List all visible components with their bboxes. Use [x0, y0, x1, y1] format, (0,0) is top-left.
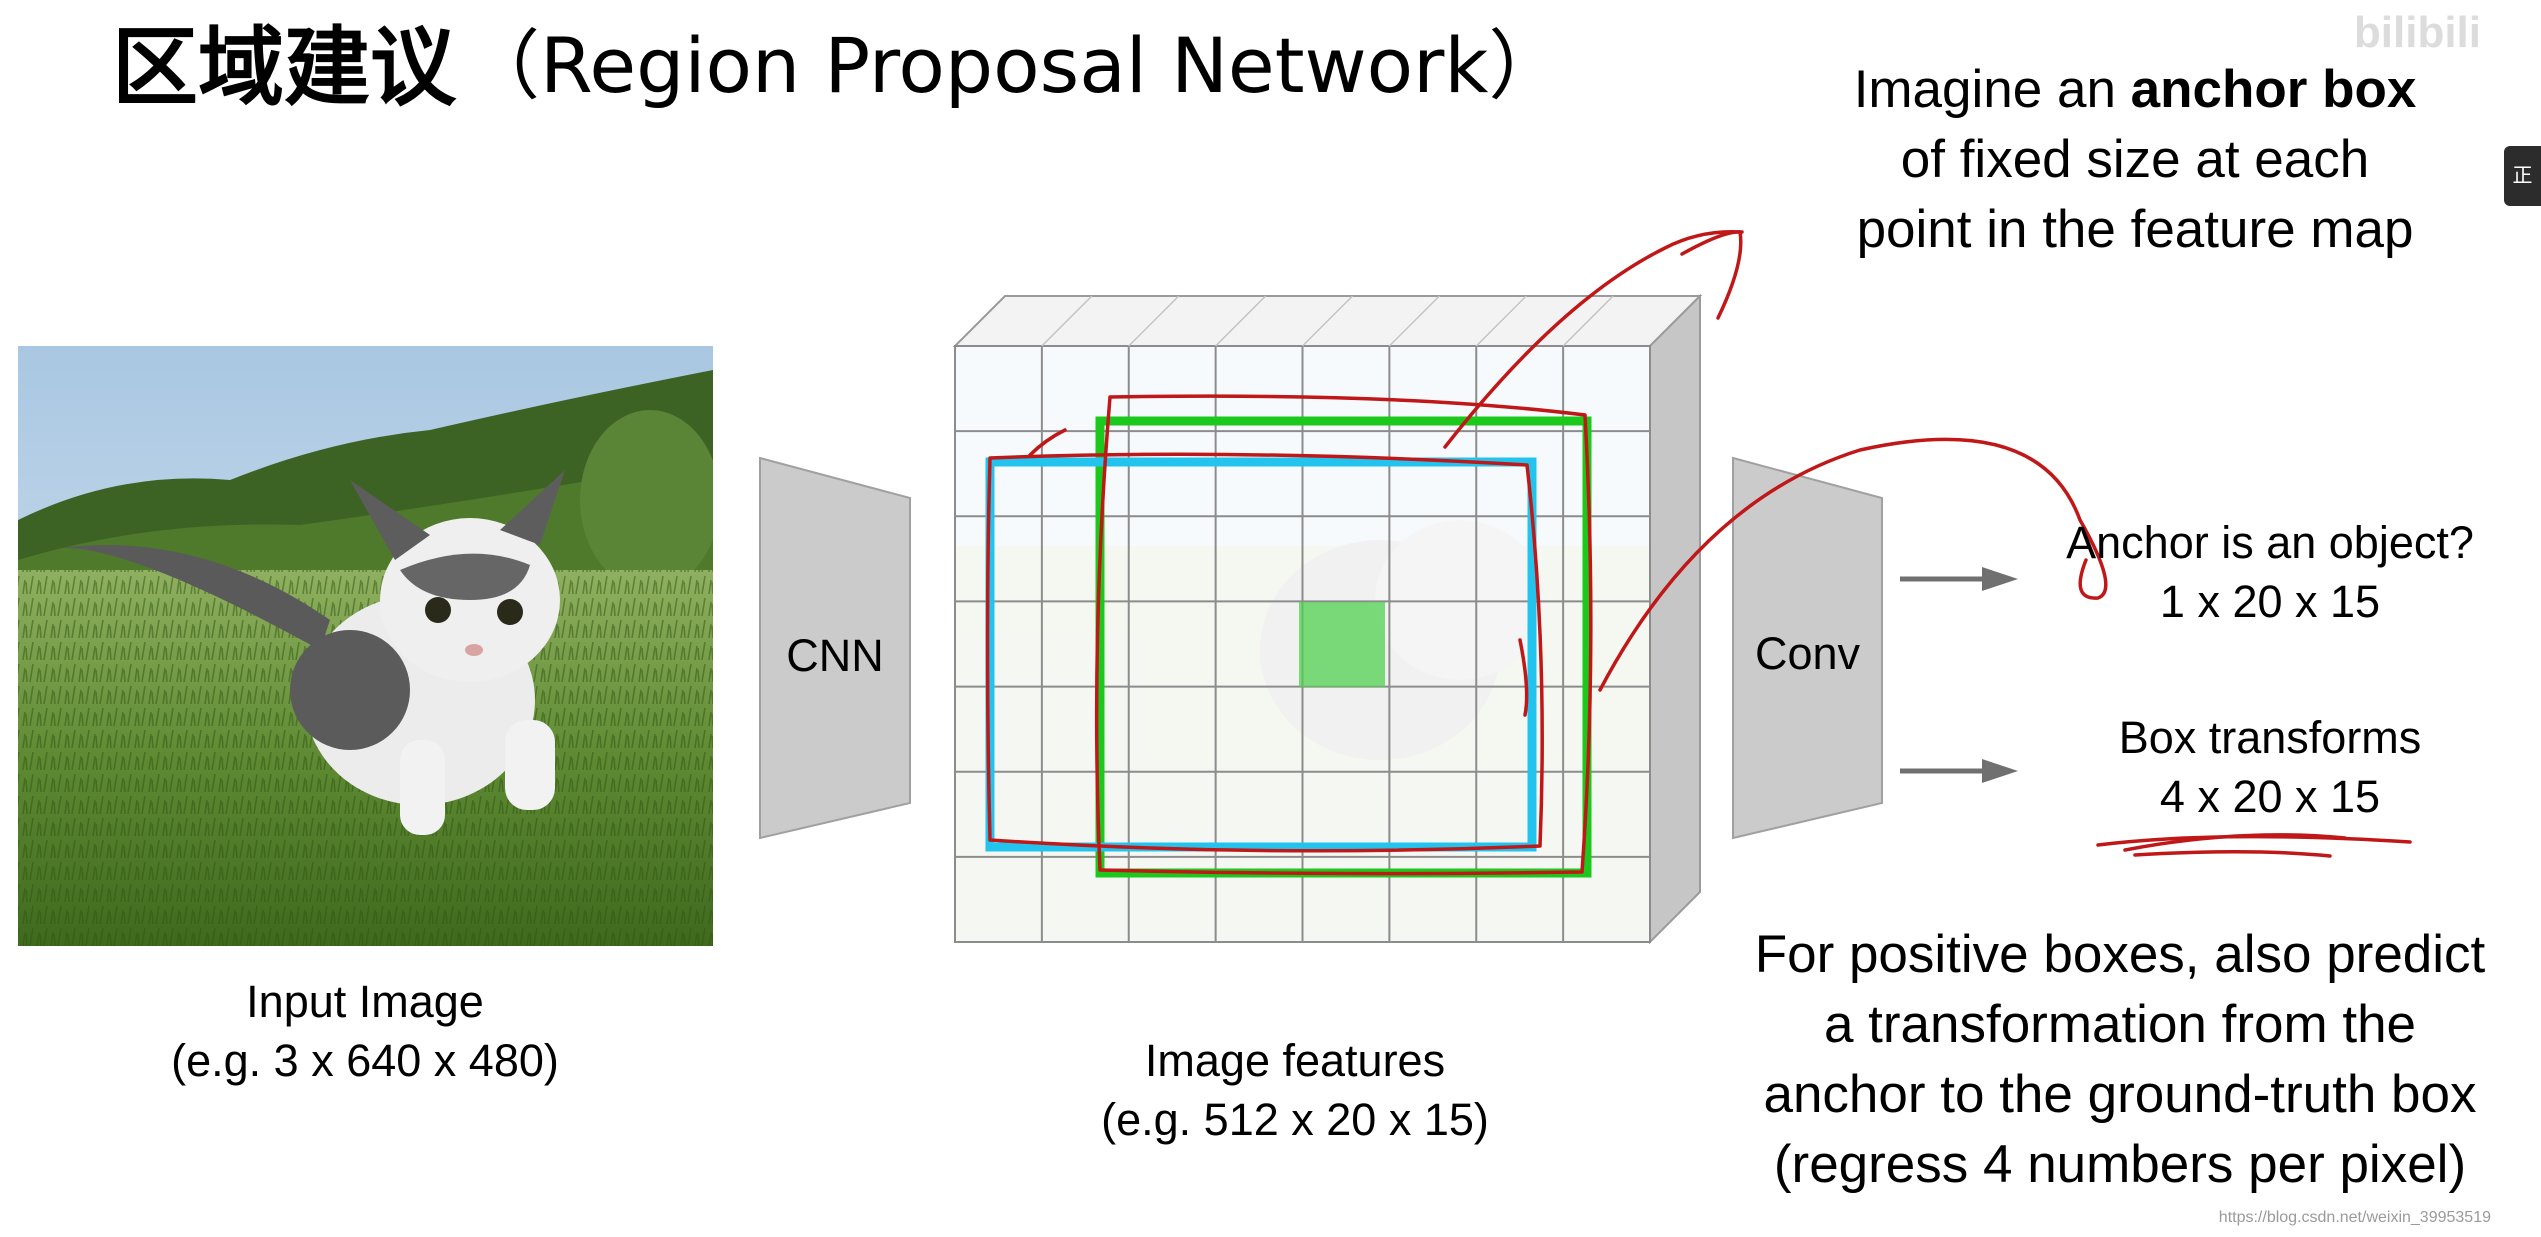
grid-line-top-face — [1128, 295, 1180, 347]
conv-block — [1732, 456, 1883, 840]
anchor-box — [985, 457, 1537, 852]
positive-note-line2: a transformation from the — [1823, 995, 2417, 1054]
side-tab-button[interactable]: 正 — [2504, 146, 2541, 206]
positive-note-line4: (regress 4 numbers per pixel) — [1773, 1135, 2467, 1194]
input-image-caption: Input Image (e.g. 3 x 640 x 480) — [115, 972, 615, 1090]
features-shape: (e.g. 512 x 20 x 15) — [1101, 1094, 1489, 1145]
cnn-label: CNN — [786, 630, 884, 681]
title-english: （Region Proposal Network） — [464, 21, 1565, 110]
positive-boxes-note: For positive boxes, also predict a trans… — [1700, 920, 2540, 1200]
grid-line-top-face — [1475, 295, 1527, 347]
grid-line-top-face — [1041, 295, 1093, 347]
cnn-block — [759, 456, 911, 840]
grid-line-top-face — [1301, 295, 1354, 347]
transform-output: Box transforms 4 x 20 x 15 — [2070, 708, 2470, 826]
features-caption: Image features (e.g. 512 x 20 x 15) — [1065, 1031, 1525, 1149]
grid-line-top-face — [1562, 295, 1614, 347]
features-label: Image features — [1144, 1035, 1446, 1086]
kitten-input-image — [18, 346, 713, 946]
title-chinese: 区域建议 — [112, 17, 456, 118]
input-image-shape: (e.g. 3 x 640 x 480) — [171, 1035, 559, 1086]
anchor-note-line3: point in the feature map — [1856, 200, 2414, 259]
objectness-arrow — [1900, 567, 2018, 591]
source-url: https://blog.csdn.net/weixin_39953519 — [2218, 1209, 2491, 1226]
objectness-shape: 1 x 20 x 15 — [2159, 576, 2381, 627]
transform-label: Box transforms — [2118, 712, 2422, 763]
anchor-note-bold: anchor box — [2130, 60, 2417, 119]
grid-line-top-face — [1215, 295, 1267, 347]
input-image-label: Input Image — [246, 976, 484, 1027]
objectness-output: Anchor is an object? 1 x 20 x 15 — [2030, 513, 2510, 631]
objectness-label: Anchor is an object? — [2066, 517, 2474, 568]
bilibili-watermark: bilibili — [2353, 8, 2481, 57]
grid-line-top-face — [1388, 295, 1440, 347]
positive-note-line3: anchor to the ground-truth box — [1763, 1065, 2477, 1124]
anchor-note-line2: of fixed size at each — [1900, 130, 2370, 189]
anchor-note-prefix: Imagine an — [1853, 60, 2131, 119]
anchor-center-cell — [1299, 602, 1385, 687]
transform-arrow — [1900, 759, 2018, 783]
conv-label: Conv — [1754, 628, 1861, 679]
positive-note-line1: For positive boxes, also predict — [1754, 925, 2486, 984]
slide-title: 区域建议 （Region Proposal Network） — [112, 0, 1564, 118]
anchor-box-note: Imagine an anchor box of fixed size at e… — [1780, 55, 2490, 265]
handwritten-annotations — [985, 230, 2412, 876]
feature-volume — [952, 293, 1703, 945]
transform-shape: 4 x 20 x 15 — [2159, 771, 2381, 822]
